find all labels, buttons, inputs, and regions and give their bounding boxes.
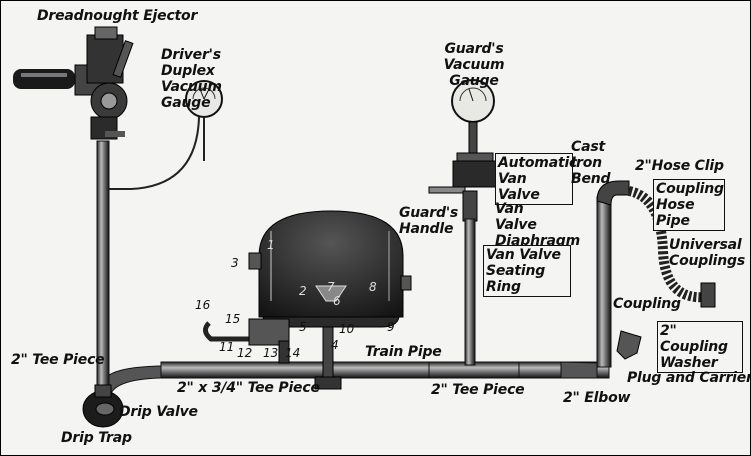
label-guards-vacuum-gauge: Guard's Vacuum Gauge [443, 41, 505, 89]
tee-piece-left [94, 384, 112, 398]
dreadnought-ejector [13, 26, 134, 140]
label-tee-piece-right: 2" Tee Piece [431, 382, 525, 398]
left-tee-bend [104, 365, 162, 395]
label-hose-clip: 2"Hose Clip [635, 158, 724, 174]
drivers-duplex-vacuum-gauge [109, 80, 223, 190]
label-coupling-washer: 2" Coupling Washer [657, 321, 743, 373]
label-van-valve-seating-ring: Van Valve Seating Ring [483, 245, 571, 297]
label-train-pipe: Train Pipe [365, 344, 442, 360]
callout-14: 14 [285, 346, 301, 360]
label-universal-couplings: Universal Couplings [669, 237, 745, 269]
callout-6: 6 [333, 294, 341, 308]
plug-and-carrier [616, 330, 642, 360]
callout-2: 2 [299, 284, 307, 298]
callout-8: 8 [369, 280, 377, 294]
callout-9: 9 [387, 320, 395, 334]
callout-16: 16 [195, 298, 211, 312]
coupling-hose-pipe [627, 186, 708, 303]
label-plug-and-carrier: Plug and Carrier [627, 370, 751, 386]
callout-1: 1 [267, 238, 275, 252]
guards-vacuum-gauge [451, 79, 495, 157]
guards-vertical-pipe [464, 218, 476, 366]
drip-valve [95, 402, 115, 416]
callout-13: 13 [263, 346, 279, 360]
train-pipe-segment-left [160, 361, 432, 379]
label-guards-handle: Guard's Handle [399, 205, 459, 237]
elbow-bottom [560, 361, 598, 379]
tee-valve-stem [278, 340, 290, 364]
label-coupling-hose-pipe: Coupling Hose Pipe [653, 179, 725, 231]
callout-11: 11 [219, 340, 235, 354]
label-tee-piece-small: 2" x 3/4" Tee Piece [177, 380, 320, 396]
callout-10: 10 [339, 322, 355, 336]
label-cast-iron-bend: Cast Iron Bend [571, 139, 611, 187]
label-van-valve-diaphragm: Van Valve Diaphragm [495, 201, 581, 249]
automatic-van-valve [428, 152, 498, 222]
callout-3: 3 [231, 256, 239, 270]
callout-7: 7 [327, 280, 335, 294]
label-drip-valve: Drip Valve [119, 404, 198, 420]
callout-5: 5 [299, 320, 307, 334]
label-tee-piece-left: 2" Tee Piece [11, 352, 105, 368]
tee-branch-pipe [203, 321, 251, 342]
label-automatic-van-valve: Automatic Van Valve [495, 153, 577, 205]
callout-15: 15 [225, 312, 241, 326]
callout-12: 12 [237, 346, 253, 360]
label-drivers-duplex-gauge: Driver's Duplex Vacuum Gauge [161, 47, 222, 111]
label-elbow: 2" Elbow [563, 390, 631, 406]
label-coupling: Coupling [613, 296, 681, 312]
universal-coupling-head [700, 282, 716, 308]
elbow-riser [596, 196, 612, 368]
label-drip-trap: Drip Trap [61, 430, 132, 446]
callout-4: 4 [331, 338, 339, 352]
label-dreadnought-ejector: Dreadnought Ejector [37, 8, 198, 24]
